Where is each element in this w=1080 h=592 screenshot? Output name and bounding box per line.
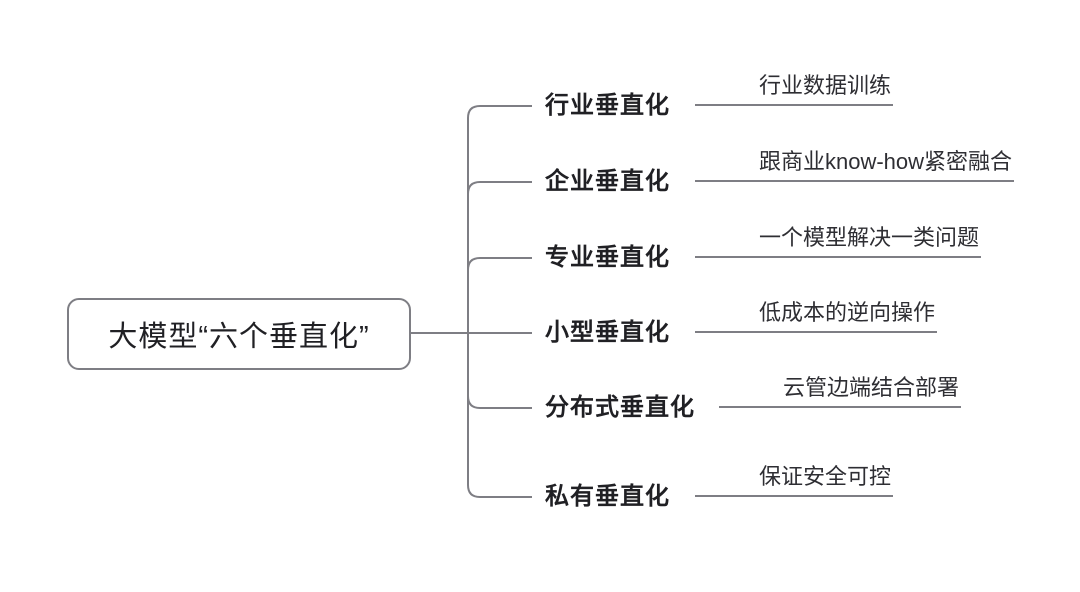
branch-2-label[interactable]: 企业垂直化 bbox=[545, 168, 670, 195]
branch-6-label[interactable]: 私有垂直化 bbox=[545, 483, 670, 510]
branch-3-leaf[interactable]: 一个模型解决一类问题 bbox=[695, 225, 982, 258]
branch-3-label[interactable]: 专业垂直化 bbox=[545, 244, 670, 271]
branch-5-label[interactable]: 分布式垂直化 bbox=[545, 394, 695, 421]
branch-5-leaf[interactable]: 云管边端结合部署 bbox=[719, 375, 962, 408]
root-node[interactable]: 大模型“六个垂直化” bbox=[67, 298, 411, 370]
branch-6-leaf[interactable]: 保证安全可控 bbox=[695, 464, 894, 497]
branch-2-leaf[interactable]: 跟商业know-how紧密融合 bbox=[695, 149, 1015, 182]
branch-3-connector bbox=[467, 257, 532, 271]
branch-1-leaf[interactable]: 行业数据训练 bbox=[695, 73, 894, 106]
branch-4-leaf[interactable]: 低成本的逆向操作 bbox=[695, 300, 938, 333]
branch-5-connector bbox=[467, 395, 532, 409]
branch-4-label[interactable]: 小型垂直化 bbox=[545, 319, 670, 346]
branch-2-connector bbox=[467, 181, 532, 195]
spine-connector bbox=[467, 105, 532, 498]
root-node-label: 大模型“六个垂直化” bbox=[108, 321, 370, 353]
branch-1-label[interactable]: 行业垂直化 bbox=[545, 92, 670, 119]
